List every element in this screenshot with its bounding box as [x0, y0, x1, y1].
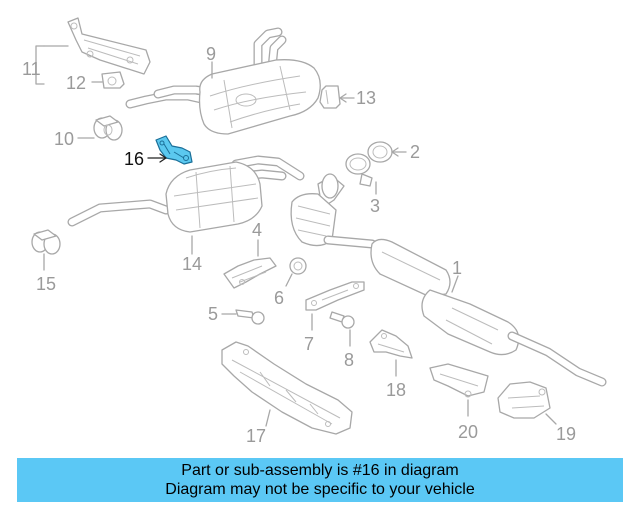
- callout-4[interactable]: 4: [252, 220, 262, 240]
- callout-9[interactable]: 9: [206, 44, 216, 64]
- arrow-13: [339, 93, 347, 103]
- part-3-band-clamp[interactable]: [345, 153, 373, 187]
- callout-7[interactable]: 7: [304, 334, 314, 354]
- callout-18[interactable]: 18: [386, 380, 406, 400]
- part-10-clamp[interactable]: [93, 115, 123, 141]
- leader-1: [451, 275, 459, 293]
- leader-17: [265, 409, 271, 427]
- callout-15[interactable]: 15: [36, 274, 56, 294]
- banner-line-2: Diagram may not be specific to your vehi…: [165, 481, 475, 498]
- callout-bracket-11: [35, 45, 45, 85]
- part-20-bracket[interactable]: [429, 363, 489, 398]
- part-11-bracket[interactable]: [67, 17, 151, 75]
- callout-16[interactable]: 16: [124, 149, 144, 169]
- part-17-heat-shield[interactable]: [221, 341, 353, 435]
- part-14-center-muffler[interactable]: [67, 155, 305, 233]
- banner-line-1: Part or sub-assembly is #16 in diagram: [181, 462, 459, 479]
- callout-6[interactable]: 6: [274, 288, 284, 308]
- leader-19: [545, 413, 557, 425]
- callout-19[interactable]: 19: [556, 424, 576, 444]
- part-2-gasket[interactable]: [367, 141, 393, 163]
- part-7-mounting-strap[interactable]: [305, 281, 365, 311]
- part-19-bracket[interactable]: [497, 381, 551, 419]
- part-13-bushing[interactable]: [319, 85, 341, 109]
- callout-12[interactable]: 12: [66, 73, 86, 93]
- part-18-bracket[interactable]: [369, 329, 413, 359]
- callout-20[interactable]: 20: [458, 422, 478, 442]
- parts-diagram: 11 12 10 9 13: [22, 17, 607, 446]
- callout-17[interactable]: 17: [246, 426, 266, 446]
- callout-2[interactable]: 2: [410, 142, 420, 162]
- callout-10[interactable]: 10: [54, 129, 74, 149]
- part-12-rubber-mount[interactable]: [101, 71, 125, 89]
- part-1-catalytic-converter[interactable]: [290, 173, 607, 387]
- arrow-16: [159, 153, 167, 163]
- info-banner: Part or sub-assembly is #16 in diagram D…: [17, 458, 623, 502]
- part-9-rear-muffler[interactable]: [125, 27, 321, 135]
- part-4-heat-shield[interactable]: [223, 257, 277, 289]
- callout-13[interactable]: 13: [356, 88, 376, 108]
- arrow-2: [391, 147, 399, 157]
- callout-1[interactable]: 1: [452, 258, 462, 278]
- part-6-nut[interactable]: [289, 257, 307, 275]
- callout-3[interactable]: 3: [370, 196, 380, 216]
- callout-5[interactable]: 5: [208, 304, 218, 324]
- part-16-hanger-bracket[interactable]: [155, 135, 193, 165]
- leader-6: [285, 273, 293, 287]
- callout-14[interactable]: 14: [182, 254, 202, 274]
- part-8-bolt[interactable]: [329, 311, 355, 329]
- part-15-clamp[interactable]: [31, 229, 61, 255]
- callout-11[interactable]: 11: [22, 59, 41, 79]
- part-5-bolt[interactable]: [235, 309, 265, 325]
- callout-8[interactable]: 8: [344, 350, 354, 370]
